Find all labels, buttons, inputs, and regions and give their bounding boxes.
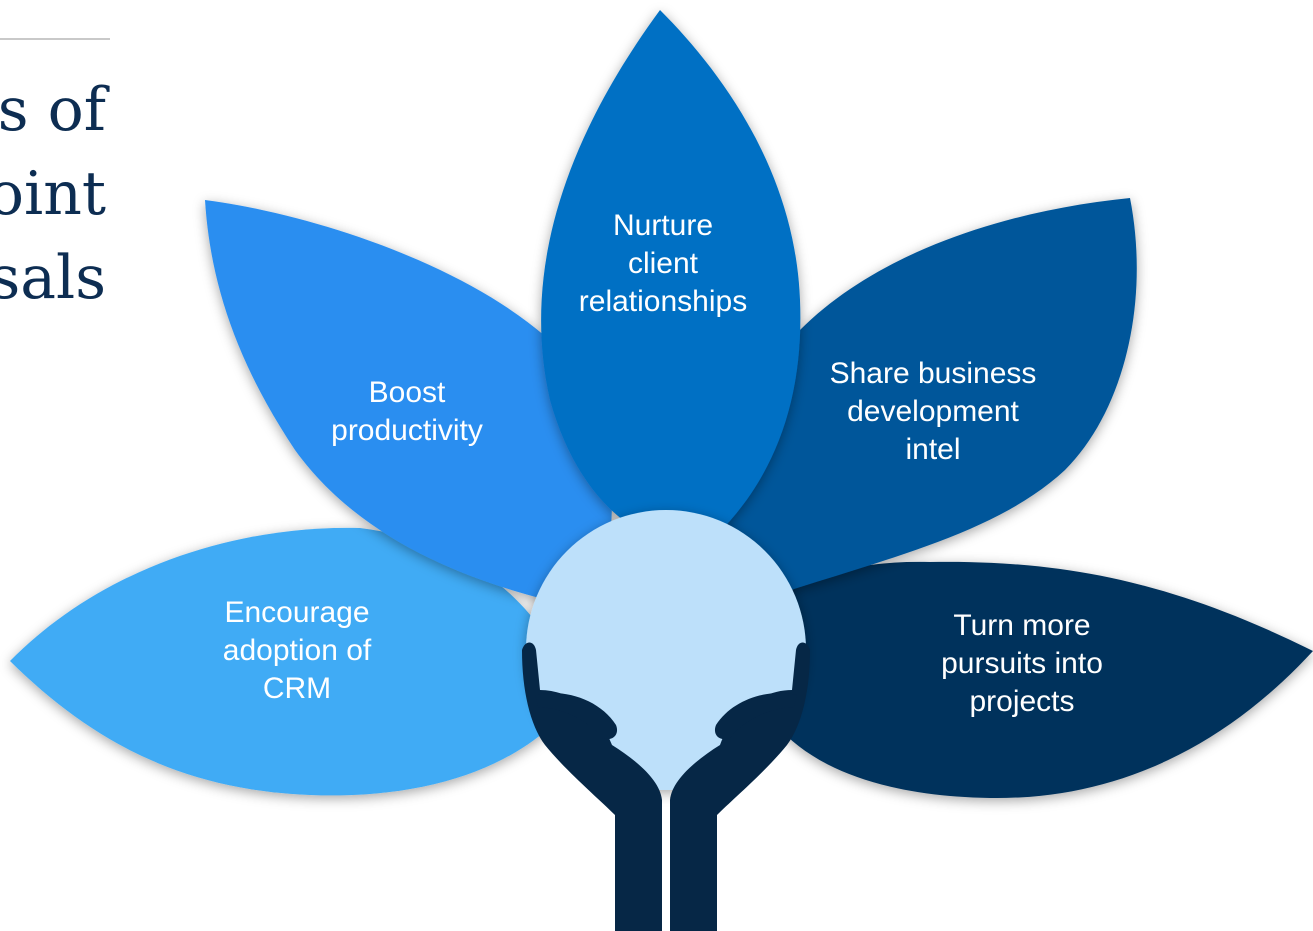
title-divider xyxy=(0,38,110,40)
hands-holding-globe-icon xyxy=(522,642,810,931)
petal-boost xyxy=(205,200,612,610)
petal-label-boost: Boost productivity xyxy=(331,374,483,450)
label-line: relationships xyxy=(578,285,748,318)
petal-nurture xyxy=(541,10,801,550)
petal-label-turn: Turn more pursuits into projects xyxy=(941,607,1103,721)
label-line: adoption of xyxy=(222,634,372,667)
label-line: client xyxy=(627,247,699,280)
petal-encourage xyxy=(10,527,575,796)
label-line: Share business xyxy=(829,357,1037,390)
title-line-2: oint xyxy=(0,159,106,229)
label-line: CRM xyxy=(262,672,332,705)
label-line: development xyxy=(847,395,1019,428)
label-line: intel xyxy=(905,433,961,466)
petal-share xyxy=(725,198,1137,600)
label-line: Encourage xyxy=(224,596,370,629)
label-line: projects xyxy=(969,685,1075,718)
title-line-3: sals xyxy=(0,243,106,313)
petal-label-share: Share business development intel xyxy=(830,355,1037,469)
label-line: pursuits into xyxy=(941,647,1103,680)
slide-title: s of oint sals xyxy=(0,68,106,320)
petal-turn xyxy=(760,561,1313,799)
label-line: Turn more xyxy=(953,609,1091,642)
label-line: productivity xyxy=(331,414,483,447)
petal-label-encourage: Encourage adoption of CRM xyxy=(223,594,371,708)
petal-label-nurture: Nurture client relationships xyxy=(579,207,747,321)
label-line: Nurture xyxy=(612,209,714,242)
label-line: Boost xyxy=(368,376,446,409)
title-line-1: s of xyxy=(0,75,106,145)
